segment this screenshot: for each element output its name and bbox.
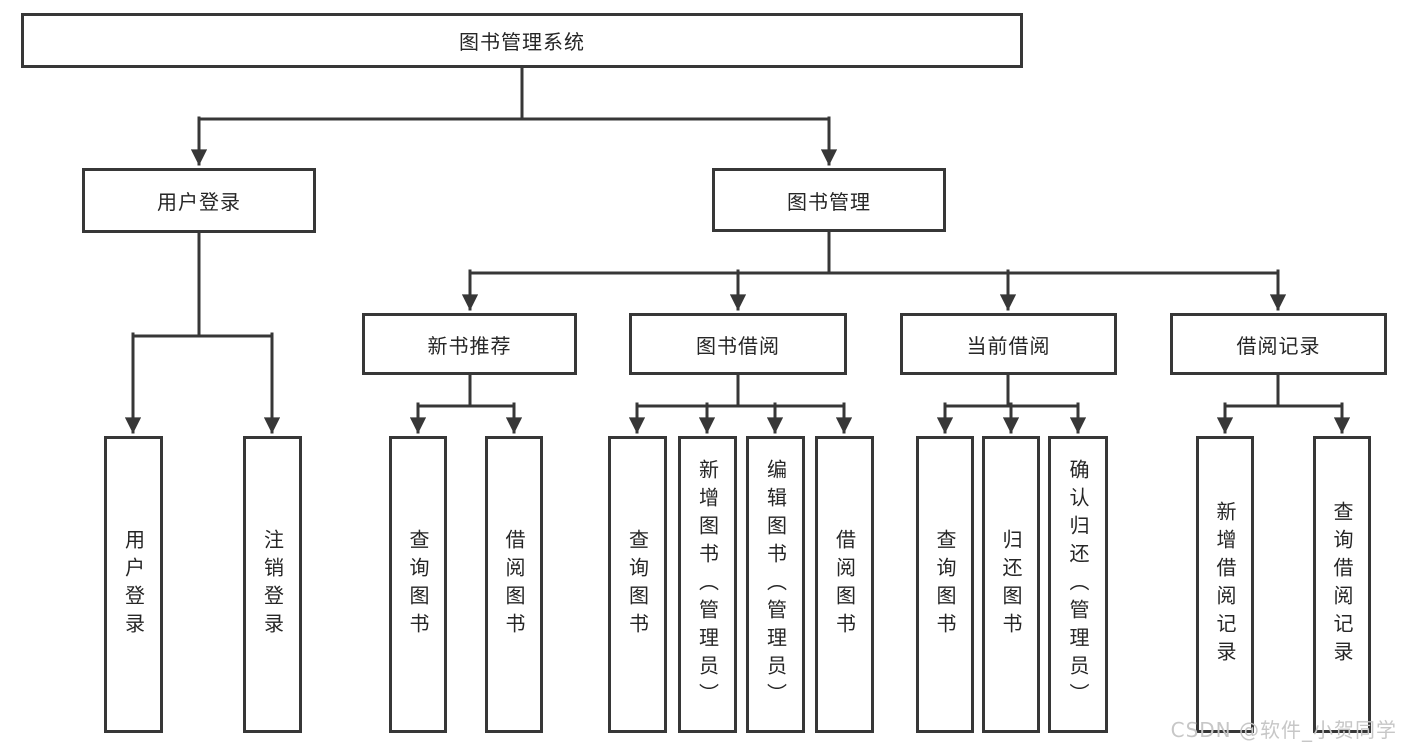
leaf-add-borrow-record: 新增借阅记录 [1196, 436, 1254, 733]
connector-lines [124, 64, 1351, 434]
leaf-query-books-current-label: 查询图书 [933, 528, 957, 641]
node-book-management: 图书管理 [712, 168, 946, 232]
csdn-watermark: CSDN @软件_小贺同学 [1170, 718, 1397, 742]
node-borrow-records-label: 借阅记录 [1236, 333, 1321, 358]
node-root-label: 图书管理系统 [459, 30, 585, 54]
leaf-user-login-action: 用户登录 [104, 436, 163, 733]
node-book-borrow: 图书借阅 [629, 313, 847, 375]
node-root: 图书管理系统 [21, 13, 1023, 68]
leaf-add-books-admin-label: 新增图书（管理员） [695, 458, 720, 711]
leaf-borrow-books-label: 借阅图书 [832, 528, 857, 641]
leaf-query-books-recommend: 查询图书 [389, 436, 447, 733]
node-current-borrow-label: 当前借阅 [966, 333, 1051, 358]
leaf-logout: 注销登录 [243, 436, 302, 733]
leaf-confirm-return-admin-label: 确认归还（管理员） [1066, 458, 1090, 711]
leaf-query-books-current: 查询图书 [916, 436, 974, 733]
node-user-login: 用户登录 [82, 168, 316, 233]
leaf-query-borrow-record-label: 查询借阅记录 [1330, 500, 1354, 669]
leaf-add-books-admin: 新增图书（管理员） [678, 436, 737, 733]
leaf-edit-books-admin: 编辑图书（管理员） [746, 436, 805, 733]
node-book-borrow-label: 图书借阅 [696, 333, 780, 358]
leaf-logout-label: 注销登录 [260, 528, 285, 641]
node-user-login-label: 用户登录 [157, 190, 241, 214]
leaf-borrow-books-recommend-label: 借阅图书 [502, 528, 526, 641]
leaf-confirm-return-admin: 确认归还（管理员） [1048, 436, 1108, 733]
leaf-query-books-borrow-label: 查询图书 [625, 528, 650, 641]
leaf-query-books-borrow: 查询图书 [608, 436, 667, 733]
node-current-borrow: 当前借阅 [900, 313, 1117, 375]
leaf-user-login-action-label: 用户登录 [121, 528, 146, 641]
leaf-borrow-books: 借阅图书 [815, 436, 874, 733]
leaf-edit-books-admin-label: 编辑图书（管理员） [763, 458, 788, 711]
node-new-book-recommend-label: 新书推荐 [427, 333, 512, 358]
node-new-book-recommend: 新书推荐 [362, 313, 577, 375]
leaf-add-borrow-record-label: 新增借阅记录 [1213, 500, 1237, 669]
leaf-query-books-recommend-label: 查询图书 [406, 528, 430, 641]
node-book-management-label: 图书管理 [787, 189, 871, 214]
leaf-return-books: 归还图书 [982, 436, 1040, 733]
node-borrow-records: 借阅记录 [1170, 313, 1387, 375]
leaf-query-borrow-record: 查询借阅记录 [1313, 436, 1371, 733]
leaf-return-books-label: 归还图书 [999, 528, 1023, 641]
leaf-borrow-books-recommend: 借阅图书 [485, 436, 543, 733]
